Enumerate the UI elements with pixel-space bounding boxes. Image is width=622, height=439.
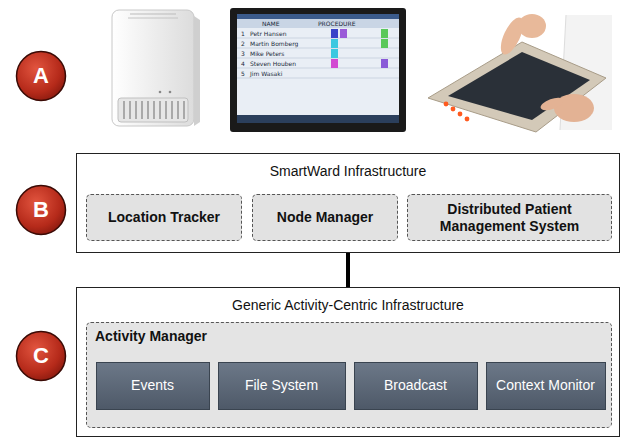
circle-shape xyxy=(17,332,66,381)
box-label: Broadcast xyxy=(384,377,447,393)
sensor-device-part xyxy=(118,98,188,122)
box-label: B xyxy=(33,197,49,222)
screen-text: 5 xyxy=(241,70,245,77)
wall-display-part xyxy=(237,14,399,123)
wall-display-part xyxy=(331,59,338,68)
wall-display-part xyxy=(237,38,399,78)
screen-text: 2 xyxy=(241,40,245,47)
sensor-device-part xyxy=(112,10,194,126)
sensor-device-part xyxy=(128,18,178,19)
layer-box: Location Tracker Node Manager Distributed … xyxy=(76,153,620,253)
component-box: Node Manager xyxy=(252,194,398,241)
screen-text: 3 xyxy=(241,50,245,57)
tablet-photo-part xyxy=(451,107,456,112)
connector-line xyxy=(346,253,350,287)
wall-display xyxy=(230,8,406,132)
screen-text: PROCEDURE xyxy=(318,20,355,27)
box-label: Context Monitor xyxy=(496,377,595,393)
wall-display-part xyxy=(237,19,399,28)
wall-display-part xyxy=(331,49,338,58)
component-box: Distributed Patient Management System xyxy=(407,194,612,241)
box-label: Events xyxy=(131,377,174,393)
sensor-device-part xyxy=(124,101,184,119)
circle-shape xyxy=(17,186,66,235)
wall-display-part xyxy=(331,29,338,38)
box-label: Location Tracker xyxy=(108,209,220,225)
screen-text: Jim Wasaki xyxy=(250,70,282,77)
wall-display-part xyxy=(331,39,338,48)
screen-text: Mike Peters xyxy=(250,50,284,57)
module-box: File System xyxy=(218,362,346,410)
sensor-device-part xyxy=(194,16,200,126)
box-label: File System xyxy=(245,377,318,393)
box-label: C xyxy=(33,343,49,368)
screen-text: NAME xyxy=(262,20,280,27)
sensor-device-part xyxy=(130,14,176,15)
screen-text: 1 xyxy=(241,30,245,37)
module-box: Events xyxy=(96,362,210,410)
sensor-device-part xyxy=(159,91,162,94)
layer-box: Events File System Broadcast Context Monito… xyxy=(76,287,620,437)
tablet-photo-part xyxy=(539,95,565,113)
box-heading: SmartWard Infrastructure xyxy=(77,163,619,179)
box-label: Node Manager xyxy=(277,209,373,225)
wall-display-part xyxy=(340,29,347,38)
tablet-photo xyxy=(428,14,612,132)
callout-circle: C xyxy=(15,330,67,382)
box-heading: Activity Manager xyxy=(95,328,207,344)
sensor-device-part xyxy=(169,91,172,94)
callout-circle: B xyxy=(15,184,67,236)
group-box: Events File System Broadcast Context Monito… xyxy=(86,322,612,428)
tablet-photo-part xyxy=(465,117,470,122)
box-heading: Generic Activity-Centric Infrastructure xyxy=(77,297,619,313)
sensor-device xyxy=(112,10,200,126)
screen-text: Martin Bomberg xyxy=(250,40,298,47)
tablet-photo-part xyxy=(444,102,449,107)
tablet-photo-part xyxy=(428,42,606,132)
tablet-photo-part xyxy=(458,112,463,117)
tablet-photo-part xyxy=(518,14,546,38)
screen-text: Petr Hansen xyxy=(250,30,286,37)
component-box: Location Tracker xyxy=(86,194,242,241)
circle-shape xyxy=(17,52,66,101)
wall-display-part xyxy=(381,29,388,38)
module-box: Context Monitor xyxy=(486,362,606,410)
box-label: A xyxy=(33,63,49,88)
screen-text: 4 xyxy=(241,60,245,67)
wall-display-part xyxy=(237,115,399,123)
screen-text: Steven Houben xyxy=(250,60,296,67)
callout-circle: A xyxy=(15,50,67,102)
wall-display-part xyxy=(230,8,406,132)
wall-display-part xyxy=(237,14,399,19)
wall-display-part xyxy=(381,59,388,68)
box-label: Distributed Patient Management System xyxy=(414,201,605,233)
wall-display-part xyxy=(381,39,388,48)
module-box: Broadcast xyxy=(354,362,478,410)
